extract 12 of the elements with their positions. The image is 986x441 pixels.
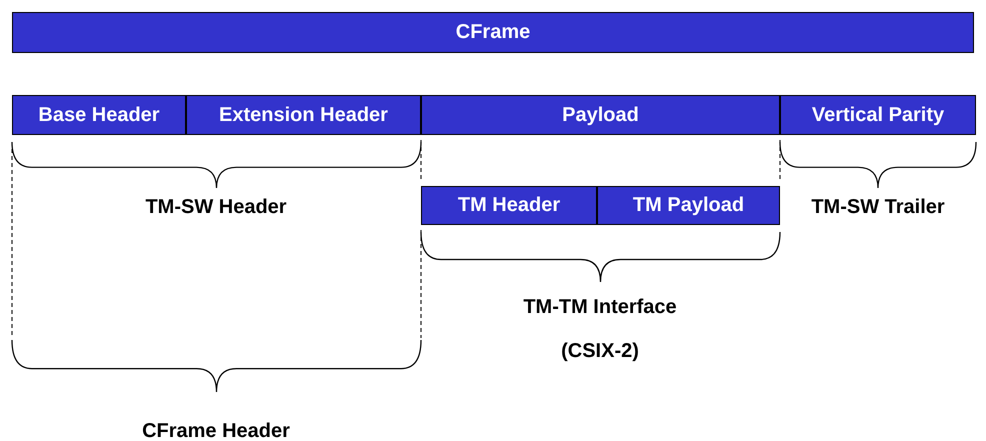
brace-label: TM-SW Header [145, 196, 287, 219]
field-box: Vertical Parity [780, 95, 976, 135]
field-box: Extension Header [186, 95, 421, 135]
brace-label: (CSIX-2) [561, 340, 639, 363]
brace-label: TM-TM Interface [523, 296, 677, 319]
field-box: TM Header [421, 186, 597, 225]
field-box: Base Header [12, 95, 186, 135]
field-box: TM Payload [597, 186, 780, 225]
field-box: Payload [421, 95, 780, 135]
frame-bar: CFrame [12, 12, 974, 53]
brace-label: CFrame Header [142, 420, 290, 441]
brace-label: TM-SW Trailer [811, 196, 945, 219]
